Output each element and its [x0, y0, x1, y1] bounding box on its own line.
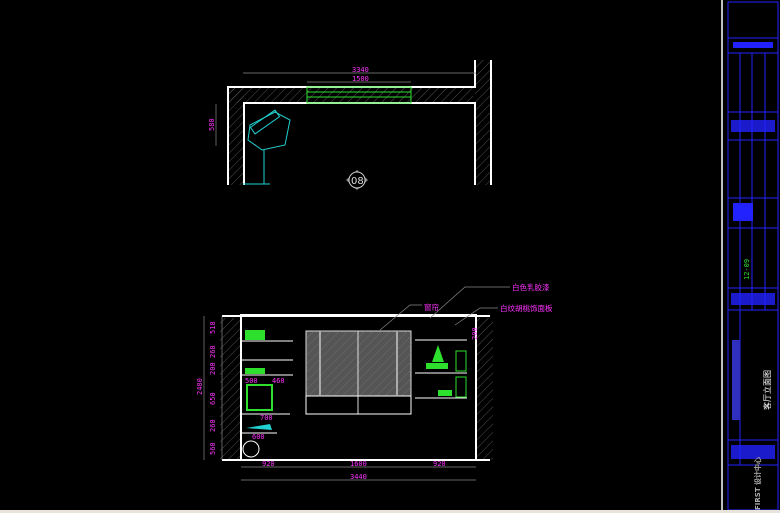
status-strip: [0, 510, 780, 513]
plan-dim-total: 3340: [352, 66, 369, 74]
plan-dim-window: 1500: [352, 75, 369, 83]
left-dim: 560: [209, 442, 217, 455]
plan-dim-side: 580: [208, 118, 216, 131]
right-shelves: [415, 339, 467, 399]
left-shelves: [242, 330, 293, 458]
shelf-dim: 500: [245, 377, 258, 385]
title-block: 12-09 客厅立面图 FIRST 设计中心: [721, 0, 779, 513]
bottom-dim: 1600: [350, 460, 367, 468]
total-height-dim: 2480: [196, 378, 204, 395]
company-logo: FIRST 设计中心: [753, 457, 762, 510]
drawing-title: 客厅立面图: [762, 370, 772, 410]
label-panel: 白纹胡桃饰面板: [500, 303, 553, 313]
label-paint: 白色乳胶漆: [512, 282, 550, 292]
left-dim: 260: [209, 419, 217, 432]
curtain: [305, 330, 412, 415]
shelf-dim: 600: [252, 433, 265, 441]
shelf-dim: 460: [272, 377, 285, 385]
left-dim: 650: [209, 392, 217, 405]
elevation-view: 2480 510 260 200 650 260 560 500 460 700…: [196, 282, 553, 481]
section-callout: 08: [346, 170, 368, 190]
shelf-dim: 700: [260, 414, 273, 422]
bottom-total-dim: 3440: [350, 473, 367, 481]
right-dim: 200: [471, 327, 479, 340]
bottom-dim: 920: [262, 460, 275, 468]
floor-plan: 3340 1500 580 08: [208, 60, 492, 190]
label-curtain: 窗帘: [424, 302, 439, 312]
callout-label: 08: [351, 176, 364, 187]
bottom-dim: 920: [433, 460, 446, 468]
left-dim: 200: [209, 362, 217, 375]
left-dim: 260: [209, 345, 217, 358]
date-label: 12-09: [743, 259, 751, 280]
left-dim: 510: [209, 321, 217, 334]
armchair-icon: [243, 109, 291, 185]
